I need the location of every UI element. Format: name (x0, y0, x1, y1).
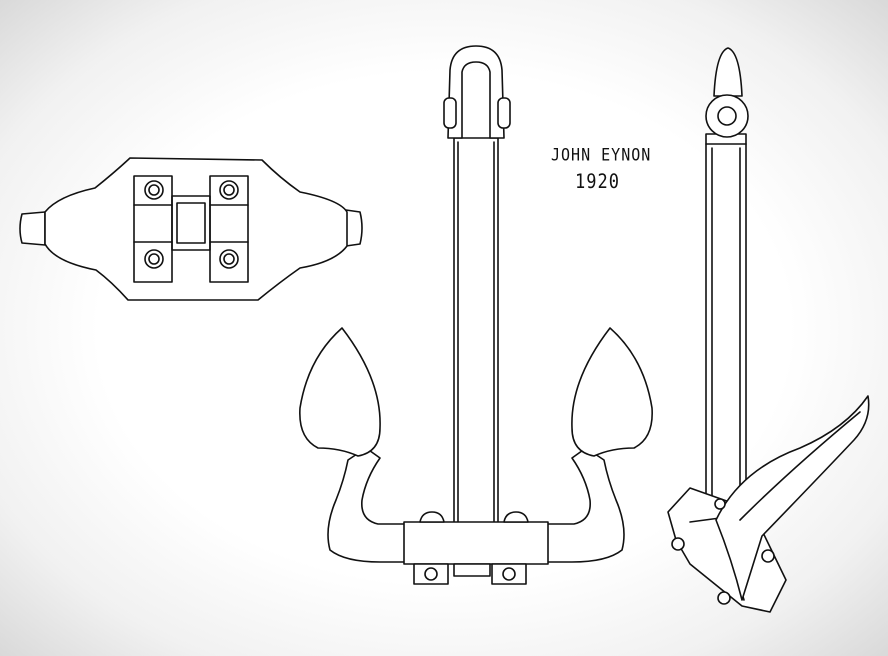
crown-top-view (19, 157, 363, 301)
anchor-side-view (667, 47, 870, 613)
year-label: 1920 (575, 170, 620, 194)
maker-name-label: JOHN EYNON (551, 144, 652, 166)
anchor-front-view (299, 45, 653, 585)
